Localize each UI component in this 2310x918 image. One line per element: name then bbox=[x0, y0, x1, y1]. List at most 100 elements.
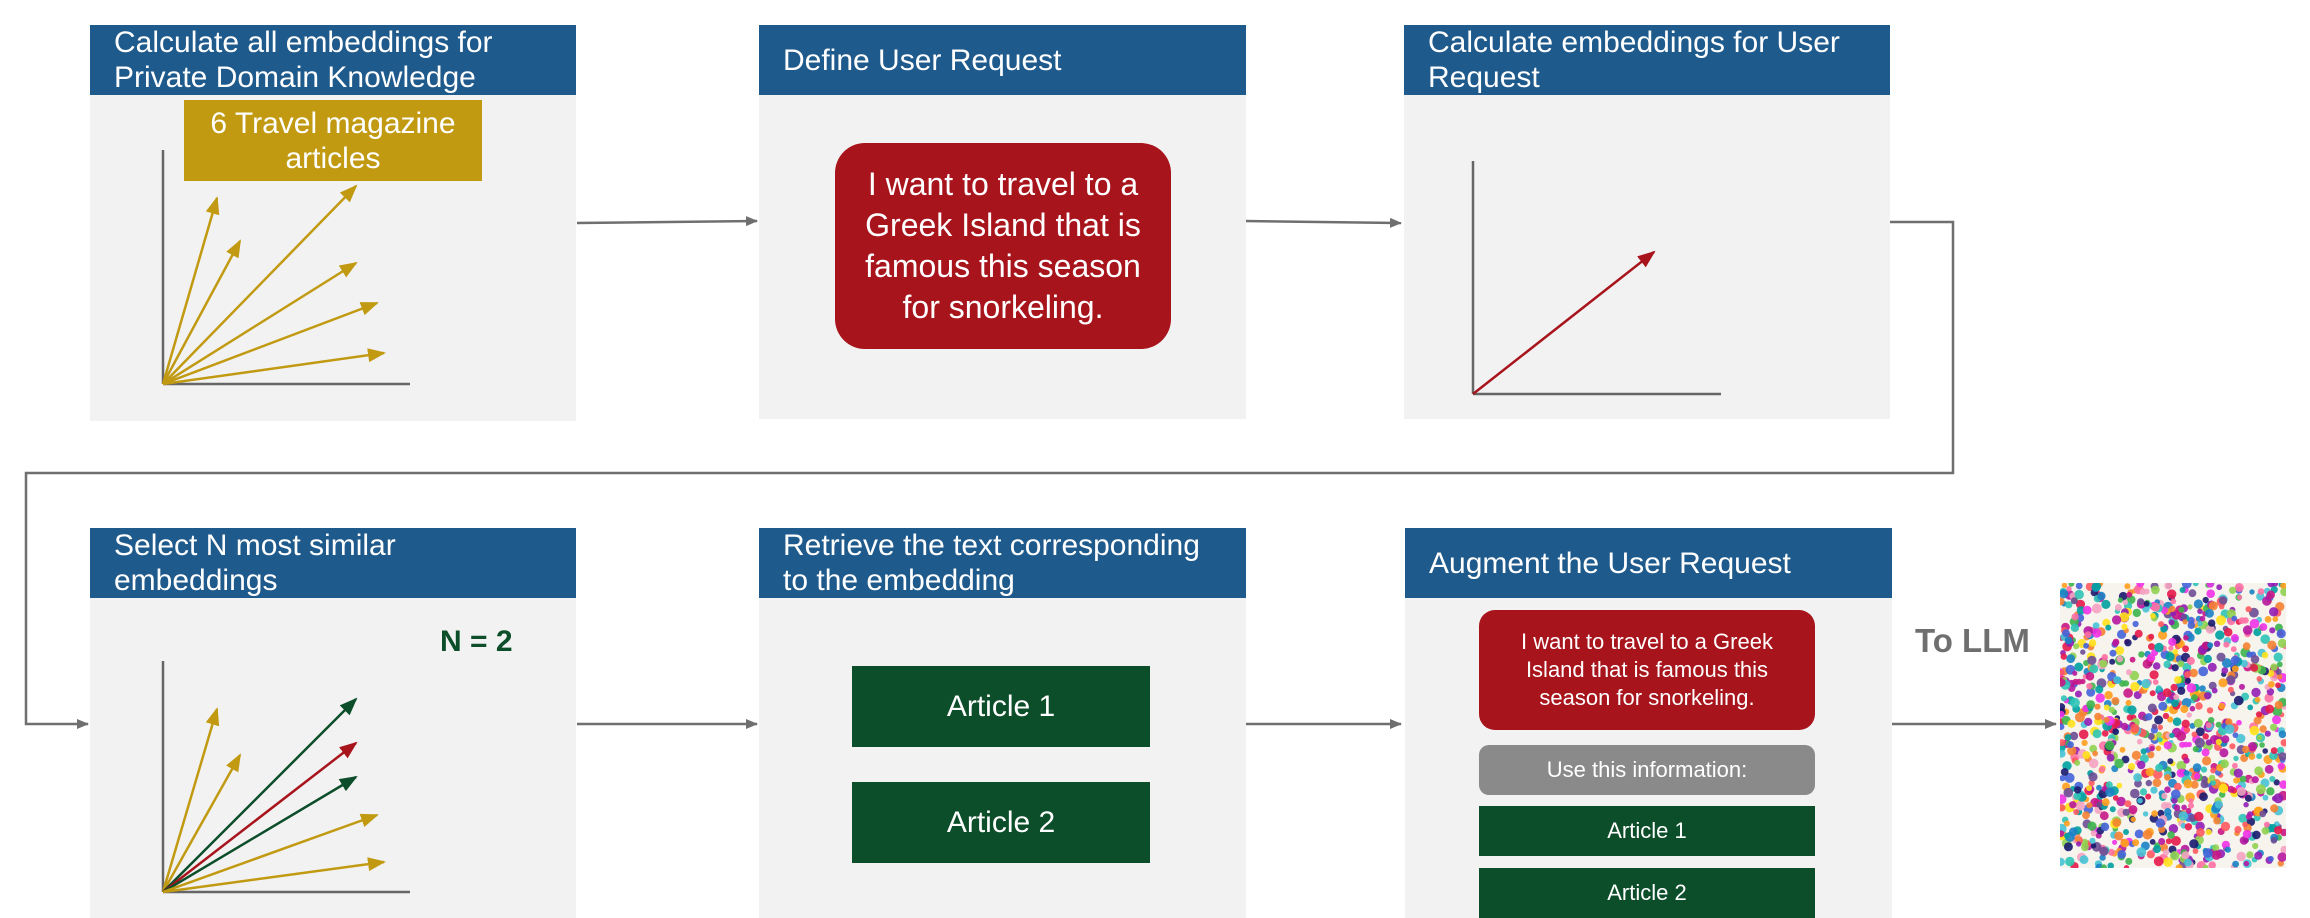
confetti-dot bbox=[2167, 831, 2175, 839]
confetti-dot bbox=[2157, 724, 2163, 731]
doc-vector-3 bbox=[162, 184, 358, 385]
confetti-dot bbox=[2191, 694, 2198, 701]
confetti-dot bbox=[2266, 688, 2275, 696]
confetti-dot bbox=[2076, 841, 2082, 847]
confetti-dot bbox=[2259, 725, 2267, 733]
confetti-dot bbox=[2186, 656, 2195, 665]
confetti-dot bbox=[2114, 831, 2124, 841]
step-4-title: Select N most similar embeddings bbox=[114, 529, 396, 597]
confetti-dot bbox=[2186, 633, 2195, 642]
confetti-dot bbox=[2156, 731, 2163, 738]
confetti-dot bbox=[2189, 839, 2199, 849]
confetti-dot bbox=[2121, 755, 2130, 764]
confetti-dot bbox=[2206, 589, 2215, 598]
confetti-dot bbox=[2090, 843, 2097, 849]
confetti-dot bbox=[2148, 633, 2155, 640]
confetti-dot bbox=[2158, 621, 2165, 628]
confetti-dot bbox=[2082, 605, 2092, 615]
confetti-dot bbox=[2155, 763, 2164, 772]
confetti-dot bbox=[2075, 583, 2083, 590]
confetti-dot bbox=[2173, 782, 2182, 791]
confetti-dot bbox=[2221, 667, 2229, 674]
confetti-dot bbox=[2236, 733, 2246, 744]
confetti-dot bbox=[2267, 583, 2275, 588]
step-5-header: Retrieve the text corresponding to the e… bbox=[759, 528, 1246, 598]
confetti-dot bbox=[2151, 602, 2160, 612]
confetti-dot bbox=[2142, 811, 2149, 817]
confetti-dot bbox=[2184, 671, 2191, 678]
confetti-dot bbox=[2089, 664, 2099, 674]
confetti-dot bbox=[2152, 679, 2159, 685]
confetti-dot bbox=[2136, 583, 2145, 588]
confetti-dot bbox=[2075, 800, 2086, 811]
confetti-dot bbox=[2225, 718, 2233, 726]
confetti-dot bbox=[2173, 694, 2180, 700]
confetti-dot bbox=[2116, 655, 2124, 663]
confetti-dot bbox=[2182, 645, 2189, 653]
request-vector-plot bbox=[1471, 161, 1721, 396]
confetti-dot bbox=[2263, 821, 2270, 828]
confetti-dot bbox=[2065, 601, 2073, 609]
confetti-dot bbox=[2128, 763, 2136, 771]
confetti-dot bbox=[2277, 852, 2286, 862]
confetti-dot bbox=[2251, 776, 2259, 784]
confetti-dot bbox=[2254, 851, 2263, 860]
confetti-dot bbox=[2241, 692, 2250, 701]
confetti-dot bbox=[2218, 783, 2229, 794]
doc-vector-4 bbox=[162, 261, 358, 386]
confetti-dot bbox=[2210, 780, 2216, 786]
n-equals-label: N = 2 bbox=[440, 625, 513, 658]
confetti-dot bbox=[2064, 832, 2070, 839]
confetti-dot bbox=[2215, 721, 2222, 728]
confetti-dot bbox=[2180, 705, 2189, 714]
confetti-dot bbox=[2162, 688, 2172, 697]
confetti-dot bbox=[2191, 731, 2198, 738]
step-2-title: Define User Request bbox=[783, 43, 1062, 77]
confetti-dot bbox=[2277, 638, 2286, 648]
retrieved-article-2-label: Article 2 bbox=[946, 805, 1056, 839]
confetti-dot bbox=[2272, 616, 2279, 622]
confetti-dot bbox=[2142, 659, 2152, 669]
confetti-dots-image bbox=[2060, 583, 2286, 868]
confetti-dot bbox=[2197, 620, 2203, 627]
confetti-dot bbox=[2273, 826, 2283, 835]
confetti-dot bbox=[2070, 623, 2079, 632]
confetti-dot bbox=[2230, 634, 2239, 643]
confetti-dot bbox=[2095, 693, 2105, 703]
confetti-dot bbox=[2081, 739, 2088, 746]
confetti-dot bbox=[2201, 748, 2210, 757]
confetti-dot bbox=[2275, 682, 2281, 689]
confetti-dot bbox=[2196, 828, 2205, 837]
confetti-dot bbox=[2261, 826, 2270, 835]
confetti-dot bbox=[2152, 662, 2161, 670]
confetti-dot bbox=[2194, 811, 2204, 822]
step-1-header: Calculate all embeddings for Private Dom… bbox=[90, 25, 576, 95]
confetti-dot bbox=[2109, 658, 2116, 665]
confetti-dot bbox=[2223, 641, 2230, 648]
step-2-panel: Define User Request I want to travel to … bbox=[759, 25, 1246, 419]
confetti-dot bbox=[2179, 587, 2186, 593]
confetti-dot bbox=[2186, 712, 2192, 718]
confetti-dot bbox=[2176, 768, 2186, 778]
confetti-dot bbox=[2112, 728, 2119, 735]
confetti-dot bbox=[2096, 784, 2102, 791]
confetti-dot bbox=[2076, 606, 2086, 615]
confetti-dot bbox=[2249, 589, 2255, 595]
confetti-dot bbox=[2114, 604, 2122, 611]
confetti-dot bbox=[2100, 822, 2110, 832]
confetti-dot bbox=[2150, 612, 2156, 619]
confetti-dot bbox=[2177, 660, 2185, 668]
confetti-dot bbox=[2170, 851, 2180, 861]
confetti-dot bbox=[2145, 779, 2152, 787]
step-3-panel: Calculate embeddings for User Request bbox=[1404, 25, 1890, 419]
confetti-dot bbox=[2170, 683, 2178, 691]
confetti-dot bbox=[2269, 776, 2276, 782]
confetti-dot bbox=[2169, 605, 2176, 613]
confetti-dot bbox=[2063, 820, 2070, 827]
confetti-dot bbox=[2122, 680, 2130, 687]
confetti-dot bbox=[2060, 775, 2066, 782]
confetti-dot bbox=[2129, 656, 2136, 663]
confetti-dot bbox=[2205, 722, 2212, 729]
confetti-dot bbox=[2171, 836, 2181, 846]
confetti-dot bbox=[2132, 620, 2139, 628]
